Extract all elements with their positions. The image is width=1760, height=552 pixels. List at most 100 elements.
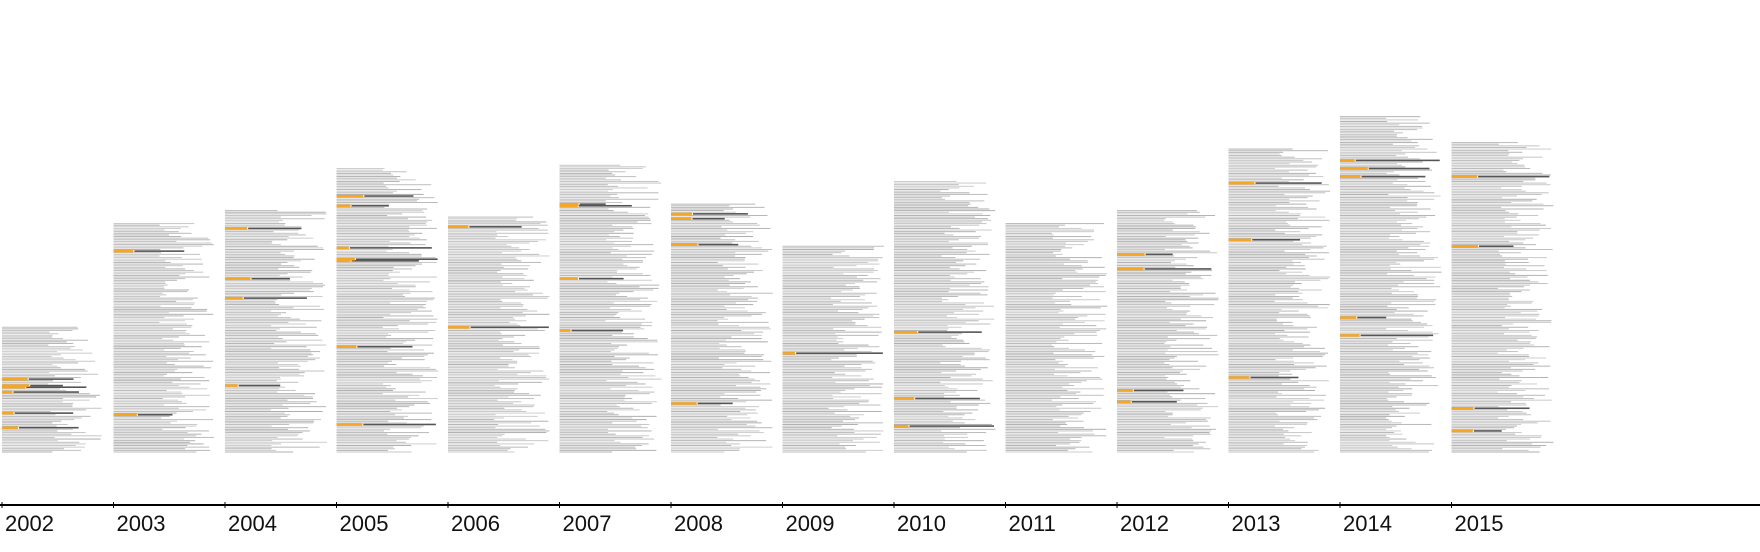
entry-line [1340,242,1431,244]
entry-line [1451,427,1515,429]
entry-line [336,364,397,366]
entry-line [671,383,771,385]
entry-line [336,401,428,403]
entry-line [336,276,437,278]
entry-line [448,376,547,378]
entry-line [336,307,426,309]
entry-line [1228,289,1322,291]
entry-line [1228,279,1321,281]
entry-line [1340,146,1416,148]
entry-line [336,169,383,171]
entry-line [1005,409,1060,411]
entry-line [1451,402,1526,404]
entry-line [1228,253,1306,255]
entry-line [782,297,831,299]
entry-line [1451,185,1522,187]
entry-line [671,245,752,247]
entry-line [894,189,949,191]
entry-line [1451,143,1499,145]
entry-line [1117,221,1173,223]
entry-line [113,234,169,236]
entry-line [782,326,882,328]
entry-line [894,210,996,212]
entry-line [1005,258,1070,260]
entry-line [225,330,277,331]
entry-line [894,317,958,319]
entry-line [2,373,99,375]
entry-line [894,328,949,330]
entry-line [1340,344,1389,346]
entry-line [336,373,413,375]
entry-line [113,315,184,317]
entry-line [336,430,384,432]
entry-line [225,289,310,291]
entry-line [113,373,167,375]
entry-line [113,344,185,346]
entry-line [1340,380,1423,382]
entry-line [671,270,763,272]
entry-line [336,304,426,306]
entry-line [782,310,839,312]
entry-line [113,420,178,422]
entry-line [1340,268,1391,270]
entry-line [1451,205,1554,207]
entry-line [113,255,160,257]
entry-line [894,297,942,299]
entry-line [1228,299,1303,301]
entry-line [336,351,388,353]
entry-line [336,184,432,186]
entry-line [671,286,758,288]
entry-line [559,417,633,419]
entry-line [336,236,410,238]
entry-line [2,433,72,435]
entry-line [559,443,649,445]
entry-line [894,244,989,246]
entry-line [1340,227,1418,229]
entry-line [1117,255,1174,257]
entry-line [1117,287,1181,289]
entry-line [225,271,311,273]
entry-line [559,349,615,351]
entry-line [782,333,836,335]
entry-line [894,202,970,204]
entry-line [225,236,289,238]
entry-line [671,386,761,388]
entry-line [225,315,278,317]
entry-line [1451,446,1541,448]
entry-line [894,407,957,409]
entry-line [448,266,504,268]
entry-line [448,380,499,382]
entry-line [113,331,186,333]
entry-line [559,342,612,344]
entry-line [1340,399,1389,401]
entry-line [448,388,518,390]
highlighted-entry-mark [894,330,918,334]
entry-line [559,420,637,422]
year-label-2007: 2007 [563,511,612,536]
entry-line [1451,159,1520,161]
entry-line [2,357,64,359]
entry-line [1228,334,1288,336]
entry-line [225,402,311,404]
entry-line [1117,249,1165,250]
entry-line [559,430,652,432]
entry-line [1340,446,1398,448]
entry-line [559,441,621,443]
entry-line [1451,370,1523,372]
entry-line [559,281,608,283]
entry-line [336,427,422,429]
entry-line [225,326,317,328]
entry-line [336,359,425,361]
entry-line [336,318,438,320]
entry-line [782,375,862,377]
entry-line [1340,177,1419,179]
entry-line [1228,326,1318,328]
entry-line [671,328,771,330]
entry-line [671,312,766,314]
entry-line [1340,328,1387,330]
entry-line [113,386,190,388]
entry-line [336,271,400,273]
entry-line [1228,396,1277,398]
entry-line [1451,180,1524,182]
